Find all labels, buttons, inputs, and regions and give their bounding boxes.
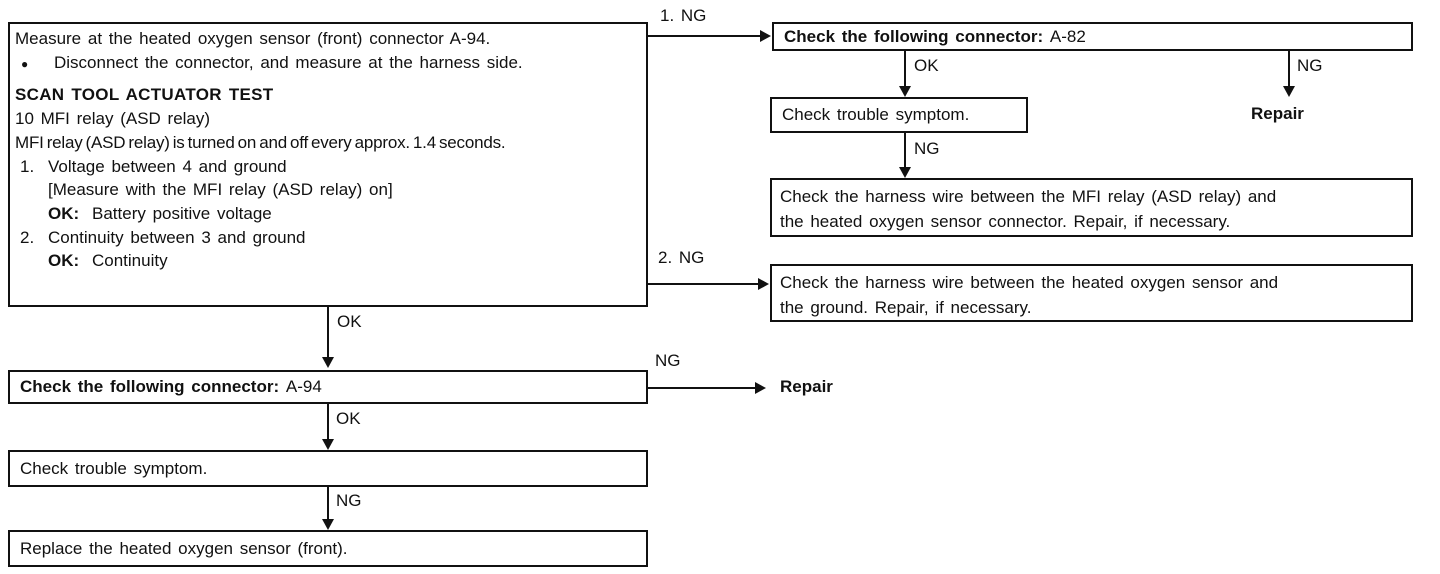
- relay-cycle-line: MFI relay (ASD relay) is turned on and o…: [15, 132, 506, 152]
- replace-sensor-box: Replace the heated oxygen sensor (front)…: [8, 530, 648, 567]
- harness-mfi-line1: Check the harness wire between the MFI r…: [780, 187, 1277, 206]
- step-1-note: [Measure with the MFI relay (ASD relay) …: [48, 180, 393, 200]
- harness-ground-line2: the ground. Repair, if necessary.: [780, 298, 1032, 317]
- arrow-trouble-right-ng-line: [904, 133, 906, 167]
- step-2: 2. Continuity between 3 and ground: [15, 226, 638, 250]
- arrow-a94-ng-head-icon: [755, 382, 766, 394]
- arrow-a82-ng-head-icon: [1283, 86, 1295, 97]
- harness-ground-line1: Check the harness wire between the heate…: [780, 273, 1279, 292]
- replace-sensor-text: Replace the heated oxygen sensor (front)…: [20, 538, 348, 558]
- check-trouble-symptom-right-box: Check trouble symptom.: [770, 97, 1028, 133]
- arrow-trouble-left-ng-line: [327, 487, 329, 519]
- label-main-ok: OK: [337, 312, 362, 331]
- label-trouble-right-ng: NG: [914, 139, 940, 158]
- arrow-2ng-line: [648, 283, 758, 285]
- connector-a82-value: A-82: [1049, 26, 1086, 46]
- check-connector-label: Check the following connector:: [20, 377, 280, 396]
- label-a82-ng: NG: [1297, 56, 1323, 75]
- bullet-icon: ●: [21, 56, 29, 71]
- scan-tool-heading: SCAN TOOL ACTUATOR TEST: [15, 85, 274, 105]
- arrow-main-ok-line: [327, 307, 329, 357]
- repair-left-terminal: Repair: [780, 377, 833, 396]
- arrow-a94-ok-line: [327, 404, 329, 439]
- arrow-1ng-head-icon: [760, 30, 771, 42]
- step-1: 1. Voltage between 4 and ground: [15, 155, 638, 179]
- arrow-a82-ok-line: [904, 51, 906, 87]
- check-connector-a82-box: Check the following connector: A-82: [772, 22, 1413, 51]
- label-trouble-left-ng: NG: [336, 491, 362, 510]
- arrow-a82-ok-head-icon: [899, 86, 911, 97]
- measure-instruction: Measure at the heated oxygen sensor (fro…: [15, 29, 491, 48]
- harness-mfi-line2: the heated oxygen sensor connector. Repa…: [780, 212, 1231, 231]
- arrow-main-ok-head-icon: [322, 357, 334, 368]
- label-a94-ng: NG: [655, 351, 681, 370]
- harness-mfi-box: Check the harness wire between the MFI r…: [770, 178, 1413, 237]
- arrow-1ng-line: [648, 35, 760, 37]
- arrow-a82-ng-line: [1288, 51, 1290, 87]
- step-1-ok: OK:Battery positive voltage: [15, 202, 638, 226]
- check-connector-a94-box: Check the following connector: A-94: [8, 370, 648, 404]
- start-procedure-box: Measure at the heated oxygen sensor (fro…: [8, 22, 648, 307]
- repair-right-terminal: Repair: [1251, 104, 1304, 123]
- check-trouble-left-text: Check trouble symptom.: [20, 458, 208, 478]
- step-2-number: 2.: [20, 227, 35, 247]
- arrow-trouble-left-ng-head-icon: [322, 519, 334, 530]
- branch-label-1ng: 1. NG: [660, 6, 707, 25]
- check-connector-label: Check the following connector:: [784, 26, 1044, 46]
- arrow-a94-ok-head-icon: [322, 439, 334, 450]
- arrow-a94-ng-line: [648, 387, 755, 389]
- ok-result-label: OK:: [48, 203, 80, 223]
- step-1-text: Voltage between 4 and ground: [48, 156, 287, 176]
- harness-ground-box: Check the harness wire between the heate…: [770, 264, 1413, 322]
- check-trouble-right-text: Check trouble symptom.: [782, 105, 970, 124]
- arrow-trouble-right-ng-head-icon: [899, 167, 911, 178]
- label-a82-ok: OK: [914, 56, 939, 75]
- step-2-text: Continuity between 3 and ground: [48, 227, 306, 247]
- bullet-item: ● Disconnect the connector, and measure …: [15, 51, 638, 77]
- ok-result-label: OK:: [48, 251, 80, 271]
- connector-a94-value: A-94: [285, 377, 322, 396]
- branch-label-2ng: 2. NG: [658, 248, 705, 267]
- arrow-2ng-head-icon: [758, 278, 769, 290]
- bullet-text: Disconnect the connector, and measure at…: [54, 52, 523, 72]
- step-1-number: 1.: [20, 156, 35, 176]
- check-trouble-symptom-left-box: Check trouble symptom.: [8, 450, 648, 487]
- step-2-ok: OK:Continuity: [15, 249, 638, 273]
- label-a94-ok: OK: [336, 409, 361, 428]
- relay-line: 10 MFI relay (ASD relay): [15, 109, 211, 129]
